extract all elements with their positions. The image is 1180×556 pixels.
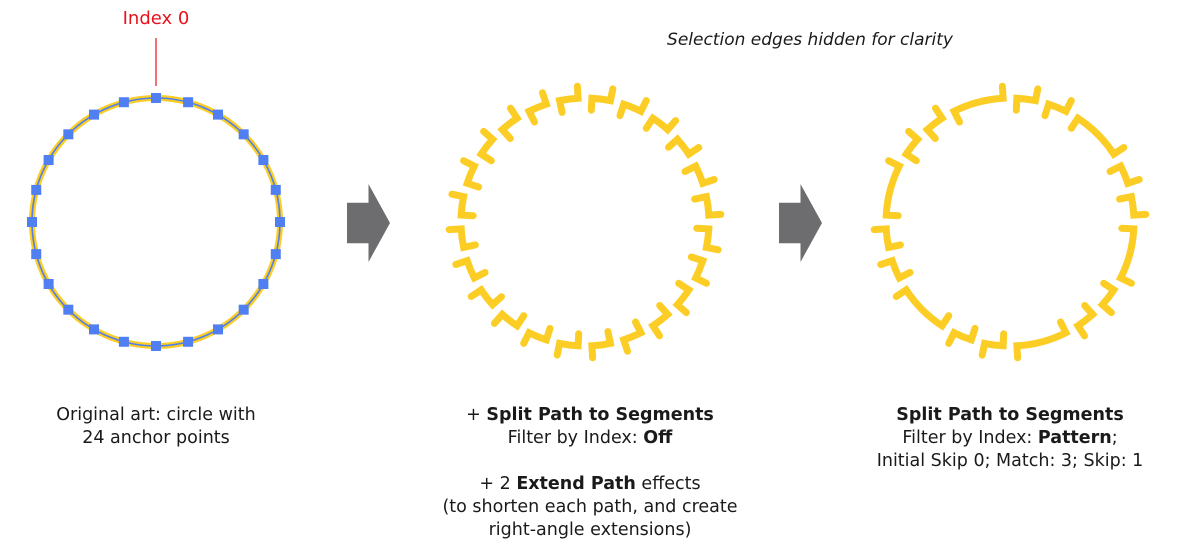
segment-short (1097, 279, 1119, 317)
segment-joined-5 (949, 82, 1007, 126)
filter-value: Pattern (1037, 428, 1112, 448)
original-circle-with-anchors (27, 93, 285, 351)
caption-split: + Split Path to Segments Filter by Index… (420, 404, 760, 542)
anchor-point-12 (151, 341, 161, 351)
index-0-label: Index 0 (122, 8, 190, 29)
anchor-point-8 (258, 279, 269, 289)
split-segments-circle (445, 82, 725, 362)
caption-pattern: Split Path to Segments Filter by Index: … (850, 404, 1170, 473)
segment-6 (693, 224, 722, 254)
anchor-point-9 (238, 304, 249, 315)
segment-0 (587, 85, 617, 114)
anchor-point-19 (31, 184, 42, 195)
anchor-point-3 (238, 129, 249, 140)
caption-pattern-line3: Initial Skip 0; Match: 3; Skip: 1 (876, 451, 1144, 471)
segment-10 (619, 318, 646, 355)
arrow-right-icon (347, 184, 390, 262)
segment-18 (448, 190, 477, 220)
effect-name: Extend Path (516, 474, 636, 494)
anchor-point-17 (31, 249, 42, 260)
anchor-point-15 (63, 304, 74, 315)
anchor-point-7 (270, 249, 281, 260)
segment-8 (672, 279, 694, 317)
segment-17 (445, 225, 479, 252)
caption-split-line1: + Split Path to Segments (420, 404, 760, 427)
segment-19 (460, 157, 483, 191)
anchor-point-1 (183, 97, 194, 108)
anchor-point-2 (213, 109, 223, 120)
caption-split-line4: (to shorten each path, and create (442, 497, 738, 517)
segment-short (922, 104, 947, 142)
selection-edges-note: Selection edges hidden for clarity (667, 30, 953, 50)
anchor-point-0 (151, 93, 161, 103)
segment-2 (642, 113, 680, 135)
segment-short (1012, 85, 1042, 114)
caption-text: + (466, 405, 487, 425)
segment-short (1106, 161, 1143, 188)
anchor-point-11 (183, 336, 194, 347)
caption-original-line2: 24 anchor points (82, 428, 230, 448)
caption-original: Original art: circle with 24 anchor poin… (10, 404, 302, 450)
segment-short (1041, 97, 1075, 120)
segment-15 (467, 285, 505, 310)
segment-13 (520, 324, 554, 347)
filter-value: Off (643, 428, 673, 448)
caption-text: Filter by Index: (902, 428, 1038, 448)
segment-short (1116, 192, 1150, 219)
anchor-point-21 (63, 129, 74, 140)
segment-7 (687, 253, 710, 287)
anchor-point-4 (258, 155, 269, 165)
segment-short (877, 256, 914, 283)
segment-14 (490, 309, 528, 331)
segment-short (945, 324, 979, 347)
anchor-point-5 (270, 184, 281, 195)
caption-split-line5: right-angle extensions) (488, 520, 692, 540)
segment-joined-4 (882, 157, 905, 220)
anchor-point-13 (118, 336, 129, 347)
segment-20 (476, 127, 498, 165)
anchor-point-22 (89, 109, 99, 120)
effect-name: Split Path to Segments (896, 405, 1124, 425)
anchor-point-20 (43, 155, 54, 165)
segment-3 (665, 134, 703, 159)
caption-split-line3: + 2 Extend Path effects (420, 473, 760, 496)
segment-short (901, 127, 923, 165)
segment-12 (553, 330, 583, 359)
segment-16 (452, 256, 489, 283)
segment-23 (555, 82, 582, 116)
segment-11 (588, 328, 615, 362)
caption-text: effects (635, 474, 701, 494)
pattern-filtered-circle (870, 82, 1150, 362)
effect-name: Split Path to Segments (486, 405, 714, 425)
anchor-point-16 (43, 279, 54, 289)
segment-joined-2 (1013, 318, 1071, 362)
segment-22 (524, 89, 551, 126)
caption-text: Filter by Index: (507, 428, 644, 448)
anchor-point-6 (275, 217, 285, 227)
caption-text: + 2 (479, 474, 517, 494)
segment-5 (691, 192, 725, 219)
segment-joined-3 (892, 285, 953, 331)
segment-1 (616, 97, 650, 120)
segment-short (870, 225, 904, 252)
segment-21 (497, 104, 522, 142)
anchor-point-23 (118, 97, 129, 108)
segment-short (1073, 302, 1098, 340)
segment-joined-1 (1115, 224, 1138, 287)
anchor-point-18 (27, 217, 37, 227)
segment-4 (681, 161, 718, 188)
caption-split-line2: Filter by Index: Off (420, 427, 760, 450)
segment-9 (648, 302, 673, 340)
caption-pattern-line1: Split Path to Segments (850, 404, 1170, 427)
arrow-right-icon (779, 184, 822, 262)
anchor-point-10 (213, 324, 223, 335)
segment-short (978, 330, 1008, 359)
anchor-point-14 (89, 324, 99, 335)
caption-pattern-line2: Filter by Index: Pattern; (850, 427, 1170, 450)
caption-original-line1: Original art: circle with (56, 405, 256, 425)
caption-text: ; (1111, 428, 1118, 448)
segment-joined-0 (1067, 113, 1128, 159)
